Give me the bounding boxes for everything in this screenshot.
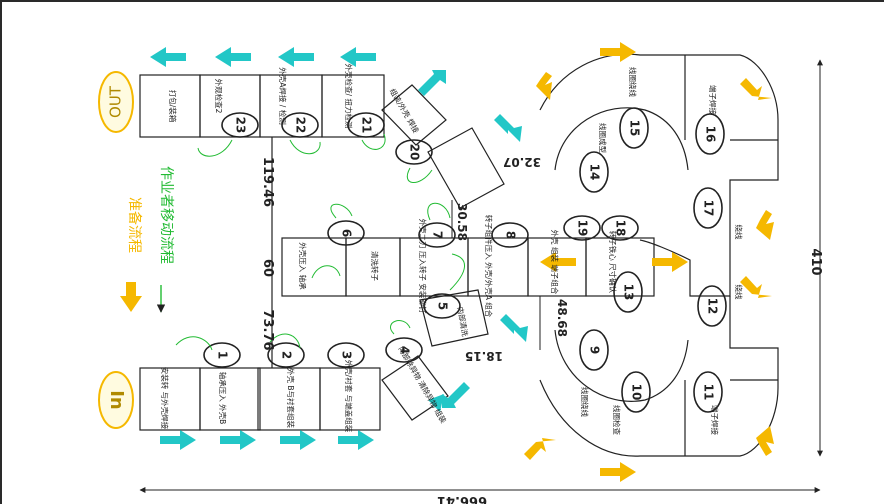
flow-arrow-icon <box>280 430 316 450</box>
dimension-label: 119.46 <box>260 157 275 207</box>
flow-arrow-icon <box>540 252 576 272</box>
station-number: 1 <box>216 351 230 359</box>
station-caption: 端子焊接 <box>710 405 720 435</box>
station-number: 17 <box>702 200 716 217</box>
legend-prep-label: 准备流程 <box>126 197 143 253</box>
dimension-label: 410 <box>808 248 823 275</box>
station-caption: 端子焊接 <box>708 85 718 115</box>
flow-arrow-icon <box>494 114 522 142</box>
station-number: 11 <box>702 384 716 401</box>
station-number: 21 <box>360 117 374 134</box>
flow-arrow-icon <box>536 72 552 100</box>
flow-arrow-icon <box>524 438 556 460</box>
station-number: 16 <box>704 126 718 143</box>
flow-arrow-icon <box>740 78 772 100</box>
in-terminal-oval <box>98 371 134 429</box>
station-caption: 线圈绕线 <box>580 387 590 417</box>
flow-arrow-icon <box>338 430 374 450</box>
station-rings <box>203 107 727 413</box>
dimension-label: 60 <box>260 259 275 277</box>
flow-arrow-icon <box>418 70 446 96</box>
station-caption: 线圈成型 <box>598 123 608 153</box>
dimension-lines <box>139 59 823 493</box>
station-number: 23 <box>234 117 248 134</box>
out-terminal-label: OUT <box>107 85 125 118</box>
station-caption: 绕线 <box>734 285 744 300</box>
dimension-label: 666.41 <box>437 493 487 504</box>
station-caption: 外壳 B与衬套组装 <box>286 368 296 429</box>
station-caption: 外壳检查/ 扭力检测 <box>344 64 354 129</box>
station-number: 8 <box>504 231 518 239</box>
station-caption: 线圈绕线 <box>628 67 638 97</box>
flow-arrow-icon <box>340 47 376 67</box>
station-caption: 组装/外壳 焊接 <box>388 86 422 135</box>
station-caption: 外观检查2 <box>214 79 224 114</box>
dimension-label: 48.68 <box>555 299 569 337</box>
station-caption: 清洗转子 <box>370 251 380 281</box>
station-caption: 外壳/衬套 与端盖组装 <box>344 360 354 433</box>
station-caption: 内部清洗 <box>455 306 470 338</box>
dimension-label: 32.07 <box>503 155 541 169</box>
station-number: 2 <box>280 351 294 359</box>
flow-arrow-icon <box>756 210 774 240</box>
station-caption: 外壳压入 轴承 <box>298 242 308 290</box>
station-caption: 线圈检查 <box>612 405 622 435</box>
flow-arrow-icon <box>600 42 636 62</box>
station-number: 9 <box>588 346 602 354</box>
flow-arrow-icon <box>500 314 528 342</box>
station-caption: 轴承压入 外壳B <box>218 372 228 425</box>
prep-flow-arrows <box>524 42 774 482</box>
flow-arrow-icon <box>756 426 774 456</box>
left-frame-border <box>0 0 2 504</box>
station-number: 3 <box>340 351 354 359</box>
flow-arrow-icon <box>278 47 314 67</box>
station-caption: 安装转 与外壳焊接 <box>160 367 170 430</box>
flow-arrow-icon <box>600 462 636 482</box>
station-number: 22 <box>294 117 308 134</box>
station-caption: 转子铁心 尺寸确认 <box>608 231 618 294</box>
station-number: 10 <box>630 384 644 401</box>
legend-prep-arrow-icon <box>120 282 142 312</box>
flow-arrow-icon <box>740 276 772 298</box>
flow-arrow-icon <box>652 252 688 272</box>
flow-arrow-icon <box>442 382 470 408</box>
station-number: 13 <box>622 284 636 301</box>
flow-arrow-icon <box>150 47 186 67</box>
layout-walls <box>139 53 779 457</box>
station-caption: 外壳 组装 端子组合 <box>550 230 560 295</box>
dimension-label: 30.58 <box>455 203 469 241</box>
flow-arrow-icon <box>160 430 196 450</box>
operator-flow-curves <box>175 133 465 351</box>
station-caption: 转子组件压入 外壳/外壳A 组合 <box>484 215 494 318</box>
dimension-label: 73.76 <box>260 309 275 350</box>
legend-arrows <box>120 282 166 313</box>
out-terminal-oval <box>98 71 134 133</box>
top-frame-border <box>0 0 884 2</box>
station-number: 6 <box>340 229 354 237</box>
station-number: 20 <box>408 144 422 161</box>
station-number: 19 <box>576 220 590 237</box>
in-terminal-label: In <box>106 390 127 410</box>
flow-arrow-icon <box>428 394 444 412</box>
station-number: 12 <box>706 298 720 315</box>
station-number: 15 <box>628 120 642 137</box>
station-number: 7 <box>431 231 445 239</box>
station-caption: 绕线 <box>734 225 744 240</box>
station-number: 4 <box>398 346 412 354</box>
station-caption: 外壳二刀 压入转子 安装铆钉 <box>418 219 428 314</box>
flow-arrow-icon <box>220 430 256 450</box>
station-number: 5 <box>436 302 450 310</box>
product-flow-arrows <box>150 47 528 450</box>
station-caption: 打包/装箱 <box>168 90 178 123</box>
flow-arrow-icon <box>215 47 251 67</box>
legend-operator-label: 作业者移动流程 <box>158 166 174 264</box>
station-number: 18 <box>614 220 628 237</box>
station-caption: 外壳A焊接 / 检测 <box>278 67 288 124</box>
dimension-label: 18.15 <box>465 349 503 363</box>
station-number: 14 <box>588 164 602 181</box>
